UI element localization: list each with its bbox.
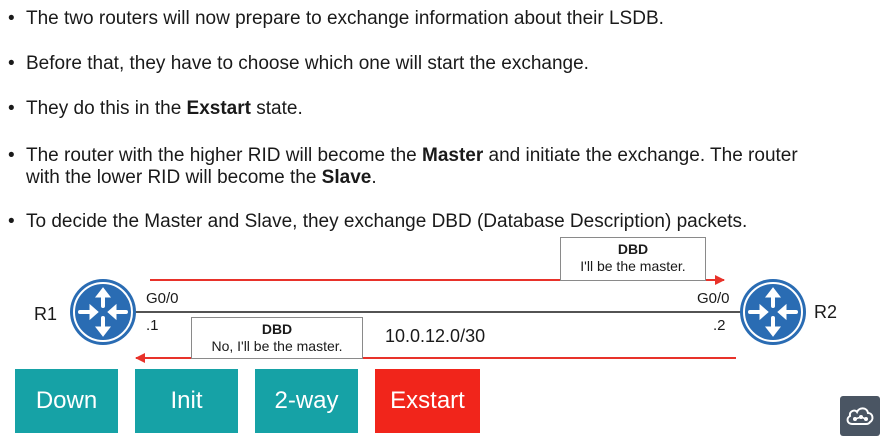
bullet-text-line-1: The router with the higher RID will beco… bbox=[26, 145, 798, 166]
bold-term: Master bbox=[422, 145, 484, 166]
bold-term: Exstart bbox=[186, 98, 251, 119]
dbd-title: DBD bbox=[617, 241, 649, 257]
text-run: To decide the Master and Slave, they exc… bbox=[26, 211, 748, 232]
text-run: They do this in the bbox=[26, 98, 187, 119]
text-run: The two routers will now prepare to exch… bbox=[26, 8, 664, 29]
dbd-title: DBD bbox=[261, 321, 293, 337]
dbd-master-box: DBD I'll be the master. bbox=[560, 237, 706, 281]
r2-ip: .2 bbox=[713, 317, 726, 334]
router-r1-icon bbox=[70, 279, 136, 345]
state-2-way: 2-way bbox=[255, 369, 358, 433]
text-run: with the lower RID will become the bbox=[26, 167, 322, 188]
dbd-message: I'll be the master. bbox=[580, 258, 686, 274]
text-run: state. bbox=[250, 98, 303, 119]
router-r2-icon bbox=[740, 279, 806, 345]
r2-name: R2 bbox=[814, 302, 838, 322]
text-run: The router with the higher RID will beco… bbox=[26, 145, 423, 166]
dbd-message: No, I'll be the master. bbox=[211, 338, 343, 354]
dbd-slave-box: DBD No, I'll be the master. bbox=[191, 317, 363, 359]
text-run: Before that, they have to choose which o… bbox=[26, 53, 589, 74]
network-address: 10.0.12.0/30 bbox=[385, 326, 486, 346]
bullet-text: They do this in the Exstart state. bbox=[26, 98, 303, 119]
r1-interface: G0/0 bbox=[146, 290, 179, 307]
bullet-text: To decide the Master and Slave, they exc… bbox=[26, 211, 747, 232]
r1-name: R1 bbox=[34, 304, 58, 324]
text-run: . bbox=[371, 167, 377, 188]
r2-interface: G0/0 bbox=[697, 290, 730, 307]
text-run: and initiate the exchange. The router bbox=[483, 145, 798, 166]
bold-term: Slave bbox=[321, 167, 372, 188]
bullet-text-line-2: with the lower RID will become the Slave… bbox=[26, 167, 377, 188]
bullet-text: Before that, they have to choose which o… bbox=[26, 53, 589, 74]
state-down: Down bbox=[15, 369, 118, 433]
state-init: Init bbox=[135, 369, 238, 433]
bullet-text: The two routers will now prepare to exch… bbox=[26, 8, 664, 29]
cloud-network-icon bbox=[840, 396, 880, 436]
state-exstart: Exstart bbox=[375, 369, 480, 433]
r1-ip: .1 bbox=[146, 317, 159, 334]
